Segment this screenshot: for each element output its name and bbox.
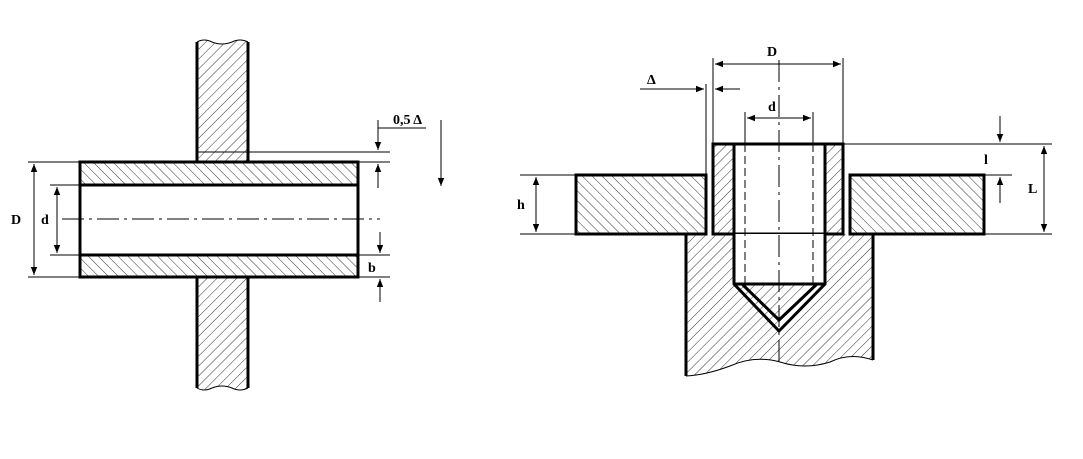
label-D-right: D xyxy=(767,45,777,60)
plate-bottom xyxy=(197,277,248,390)
right-figure: D d Δ h l L xyxy=(517,45,1052,377)
label-clearance: Δ xyxy=(647,73,656,88)
label-l: l xyxy=(984,153,988,168)
bushing-wall-right xyxy=(825,144,843,234)
bushing-wall-left xyxy=(713,144,734,234)
left-figure: D d 0,5 Δ b xyxy=(11,39,445,391)
label-D-left: D xyxy=(11,213,21,228)
label-d-left: d xyxy=(41,213,49,228)
plate-left xyxy=(576,175,706,234)
label-d-right: d xyxy=(768,100,776,115)
bushing-wall-bottom xyxy=(80,255,358,277)
label-b: b xyxy=(368,261,376,276)
label-h: h xyxy=(517,198,525,213)
plate-top xyxy=(197,40,248,162)
plate-right xyxy=(850,175,984,234)
bushing-wall-top xyxy=(80,162,358,185)
label-gap: 0,5 Δ xyxy=(393,113,422,128)
label-L: L xyxy=(1028,182,1037,197)
